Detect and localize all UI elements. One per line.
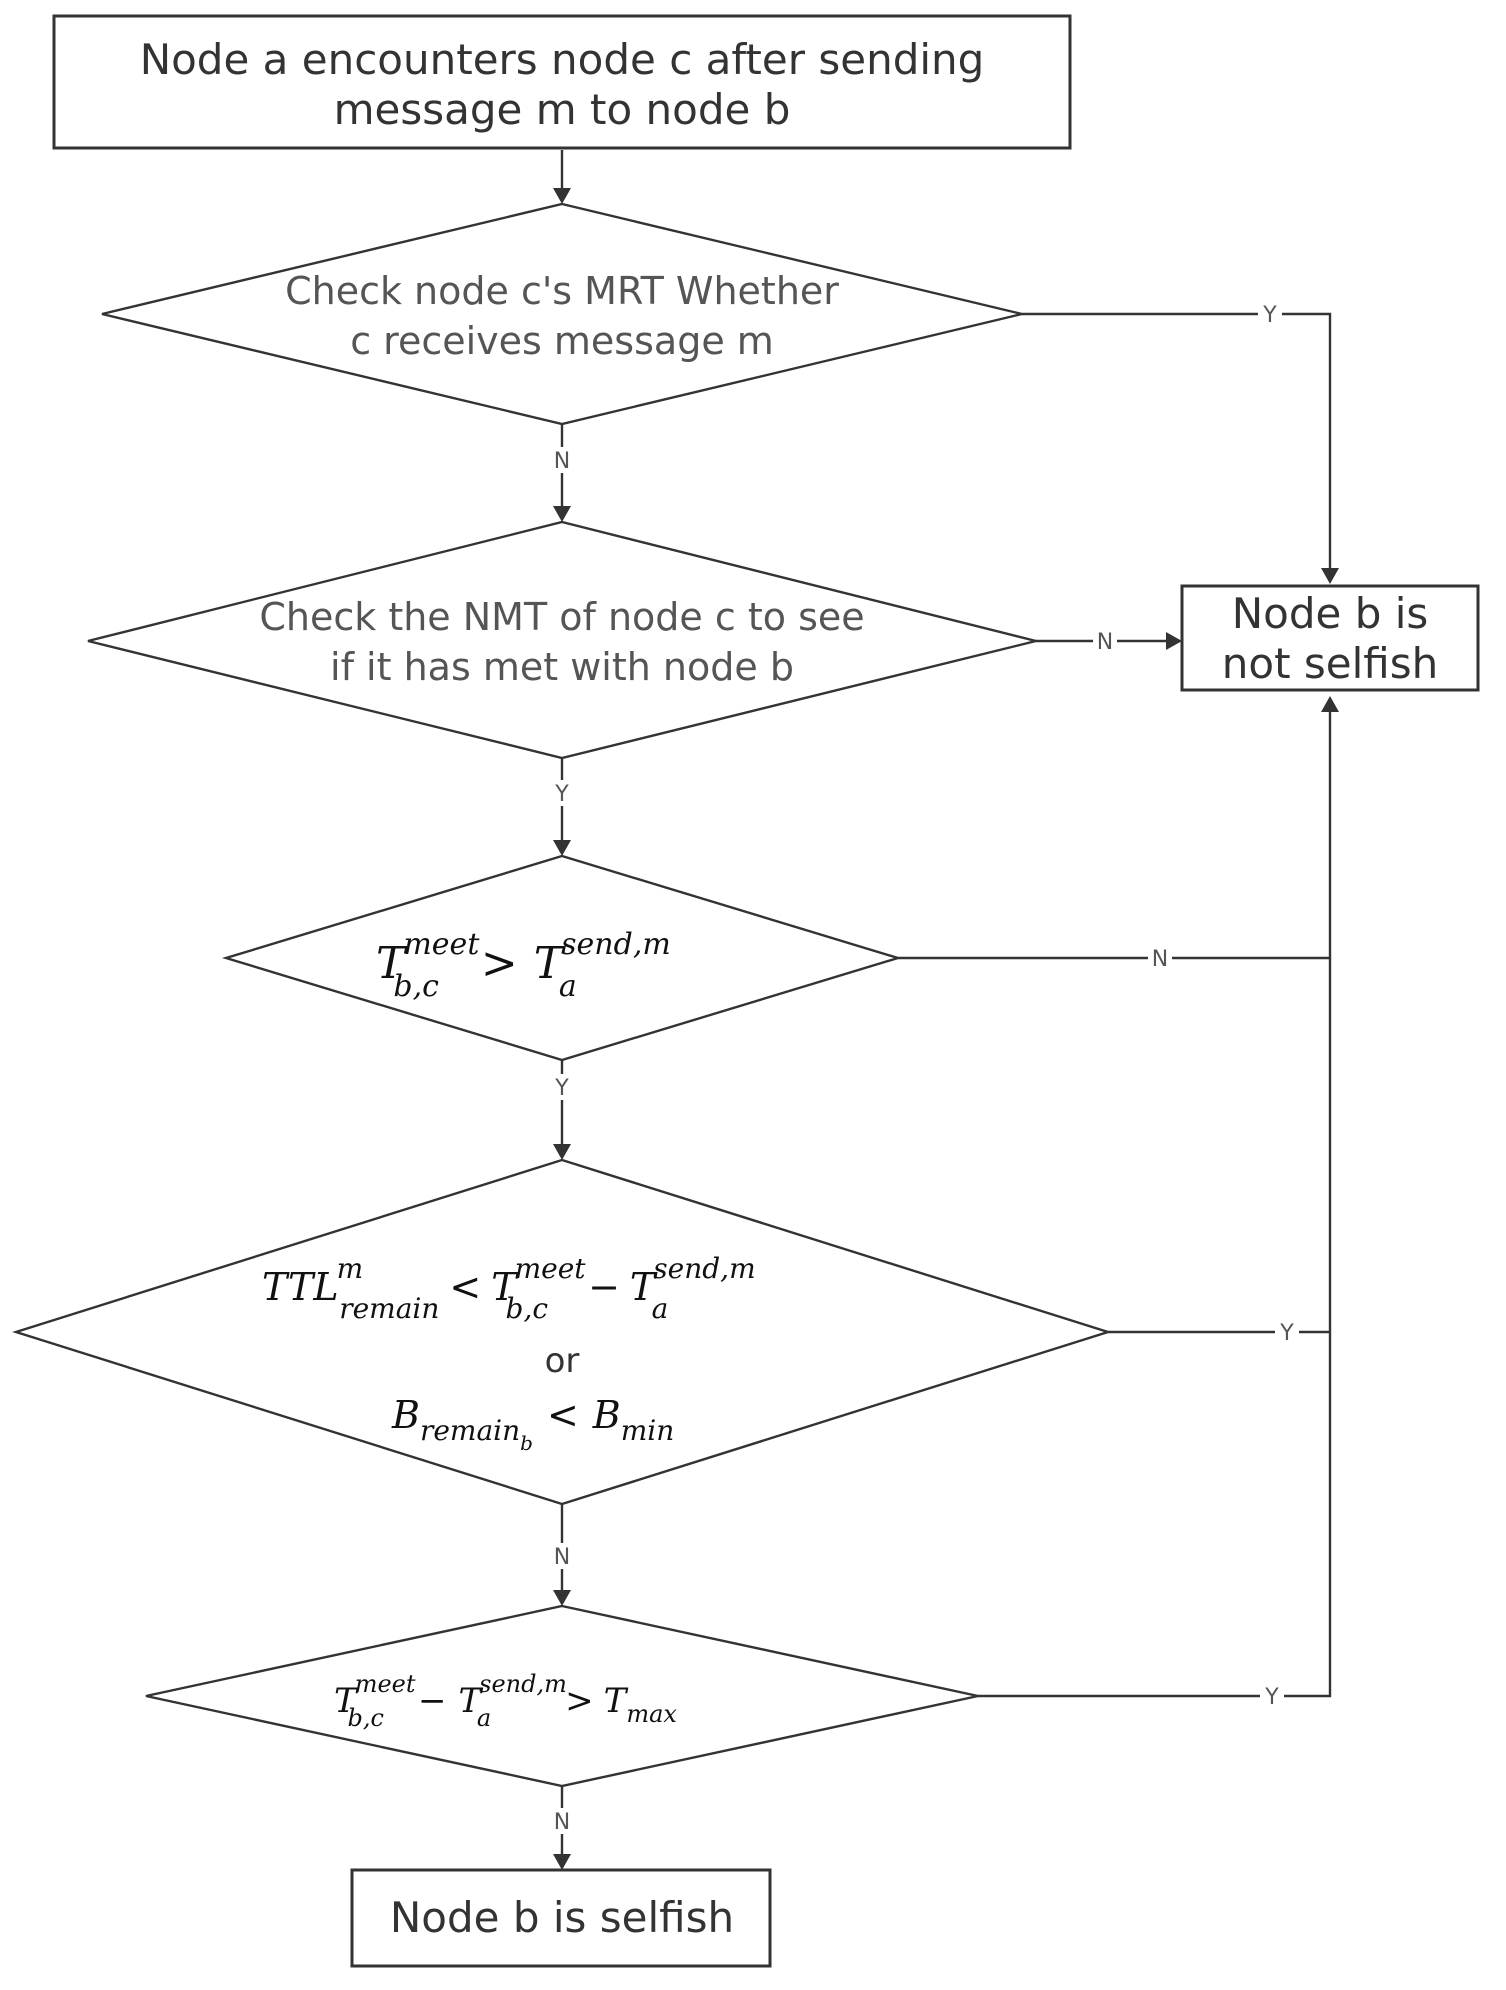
edge-label-d1-yes: Y: [1262, 303, 1277, 328]
edge-d5-yes: [978, 710, 1332, 1698]
arrowhead: [553, 188, 571, 204]
selfish-label: Node b is selfish: [390, 1893, 734, 1942]
arrowhead: [553, 1590, 571, 1606]
decision-mrt-check: Check node c's MRT Whether c receives me…: [101, 202, 1023, 426]
edge-d1-yes: [1022, 312, 1332, 570]
start-line-2: message m to node b: [334, 85, 791, 134]
arrowhead: [553, 1144, 571, 1160]
decision-4-diamond: [12, 1158, 1112, 1506]
arrowhead: [553, 840, 571, 856]
arrowhead: [1166, 632, 1182, 650]
edge-label-d4-yes: Y: [1279, 1321, 1294, 1346]
edge-label-d3-yes: Y: [554, 1076, 569, 1101]
arrowhead: [553, 1854, 571, 1870]
decision-1-diamond: [101, 202, 1023, 426]
arrowhead: [1321, 696, 1339, 712]
decision-5-diamond: [145, 1604, 979, 1788]
arrowhead: [1321, 568, 1339, 584]
decision-1-line-1: Check node c's MRT Whether: [285, 269, 839, 313]
edge-label-d4-no: N: [554, 1545, 570, 1570]
not-selfish-node: Node b is not selfish: [1180, 584, 1480, 692]
not-selfish-line-1: Node b is: [1232, 589, 1429, 638]
decision-4-formula-line-2: Bremainb<Bmin: [391, 1393, 674, 1455]
selfish-box: [350, 1868, 772, 1968]
edge-label-d2-no: N: [1097, 630, 1113, 655]
decision-2-diamond: [87, 520, 1037, 760]
not-selfish-line-2: not selfish: [1222, 639, 1438, 688]
decision-1-line-2: c receives message m: [350, 319, 774, 363]
decision-2-line-1: Check the NMT of node c to see: [259, 595, 864, 639]
edge-label-d2-yes: Y: [554, 782, 569, 807]
edge-label-d1-no: N: [554, 449, 570, 474]
decision-3-diamond: [221, 854, 903, 1062]
edge-label-d5-no: N: [554, 1810, 570, 1835]
edge-labels: Y N N Y N Y Y N Y N: [550, 302, 1299, 1835]
arrowhead: [553, 506, 571, 522]
start-node: Node a encounters node c after sending m…: [52, 14, 1072, 150]
selfish-node: Node b is selfish: [350, 1868, 772, 1968]
not-selfish-box: [1180, 584, 1480, 692]
edge-label-d3-no: N: [1152, 947, 1168, 972]
start-line-1: Node a encounters node c after sending: [140, 35, 985, 84]
decision-4-or: or: [545, 1341, 580, 1381]
start-box: [52, 14, 1072, 150]
decision-nmt-check: Check the NMT of node c to see if it has…: [87, 520, 1037, 760]
edge-label-d5-yes: Y: [1264, 1685, 1279, 1710]
decision-2-line-2: if it has met with node b: [330, 645, 794, 689]
